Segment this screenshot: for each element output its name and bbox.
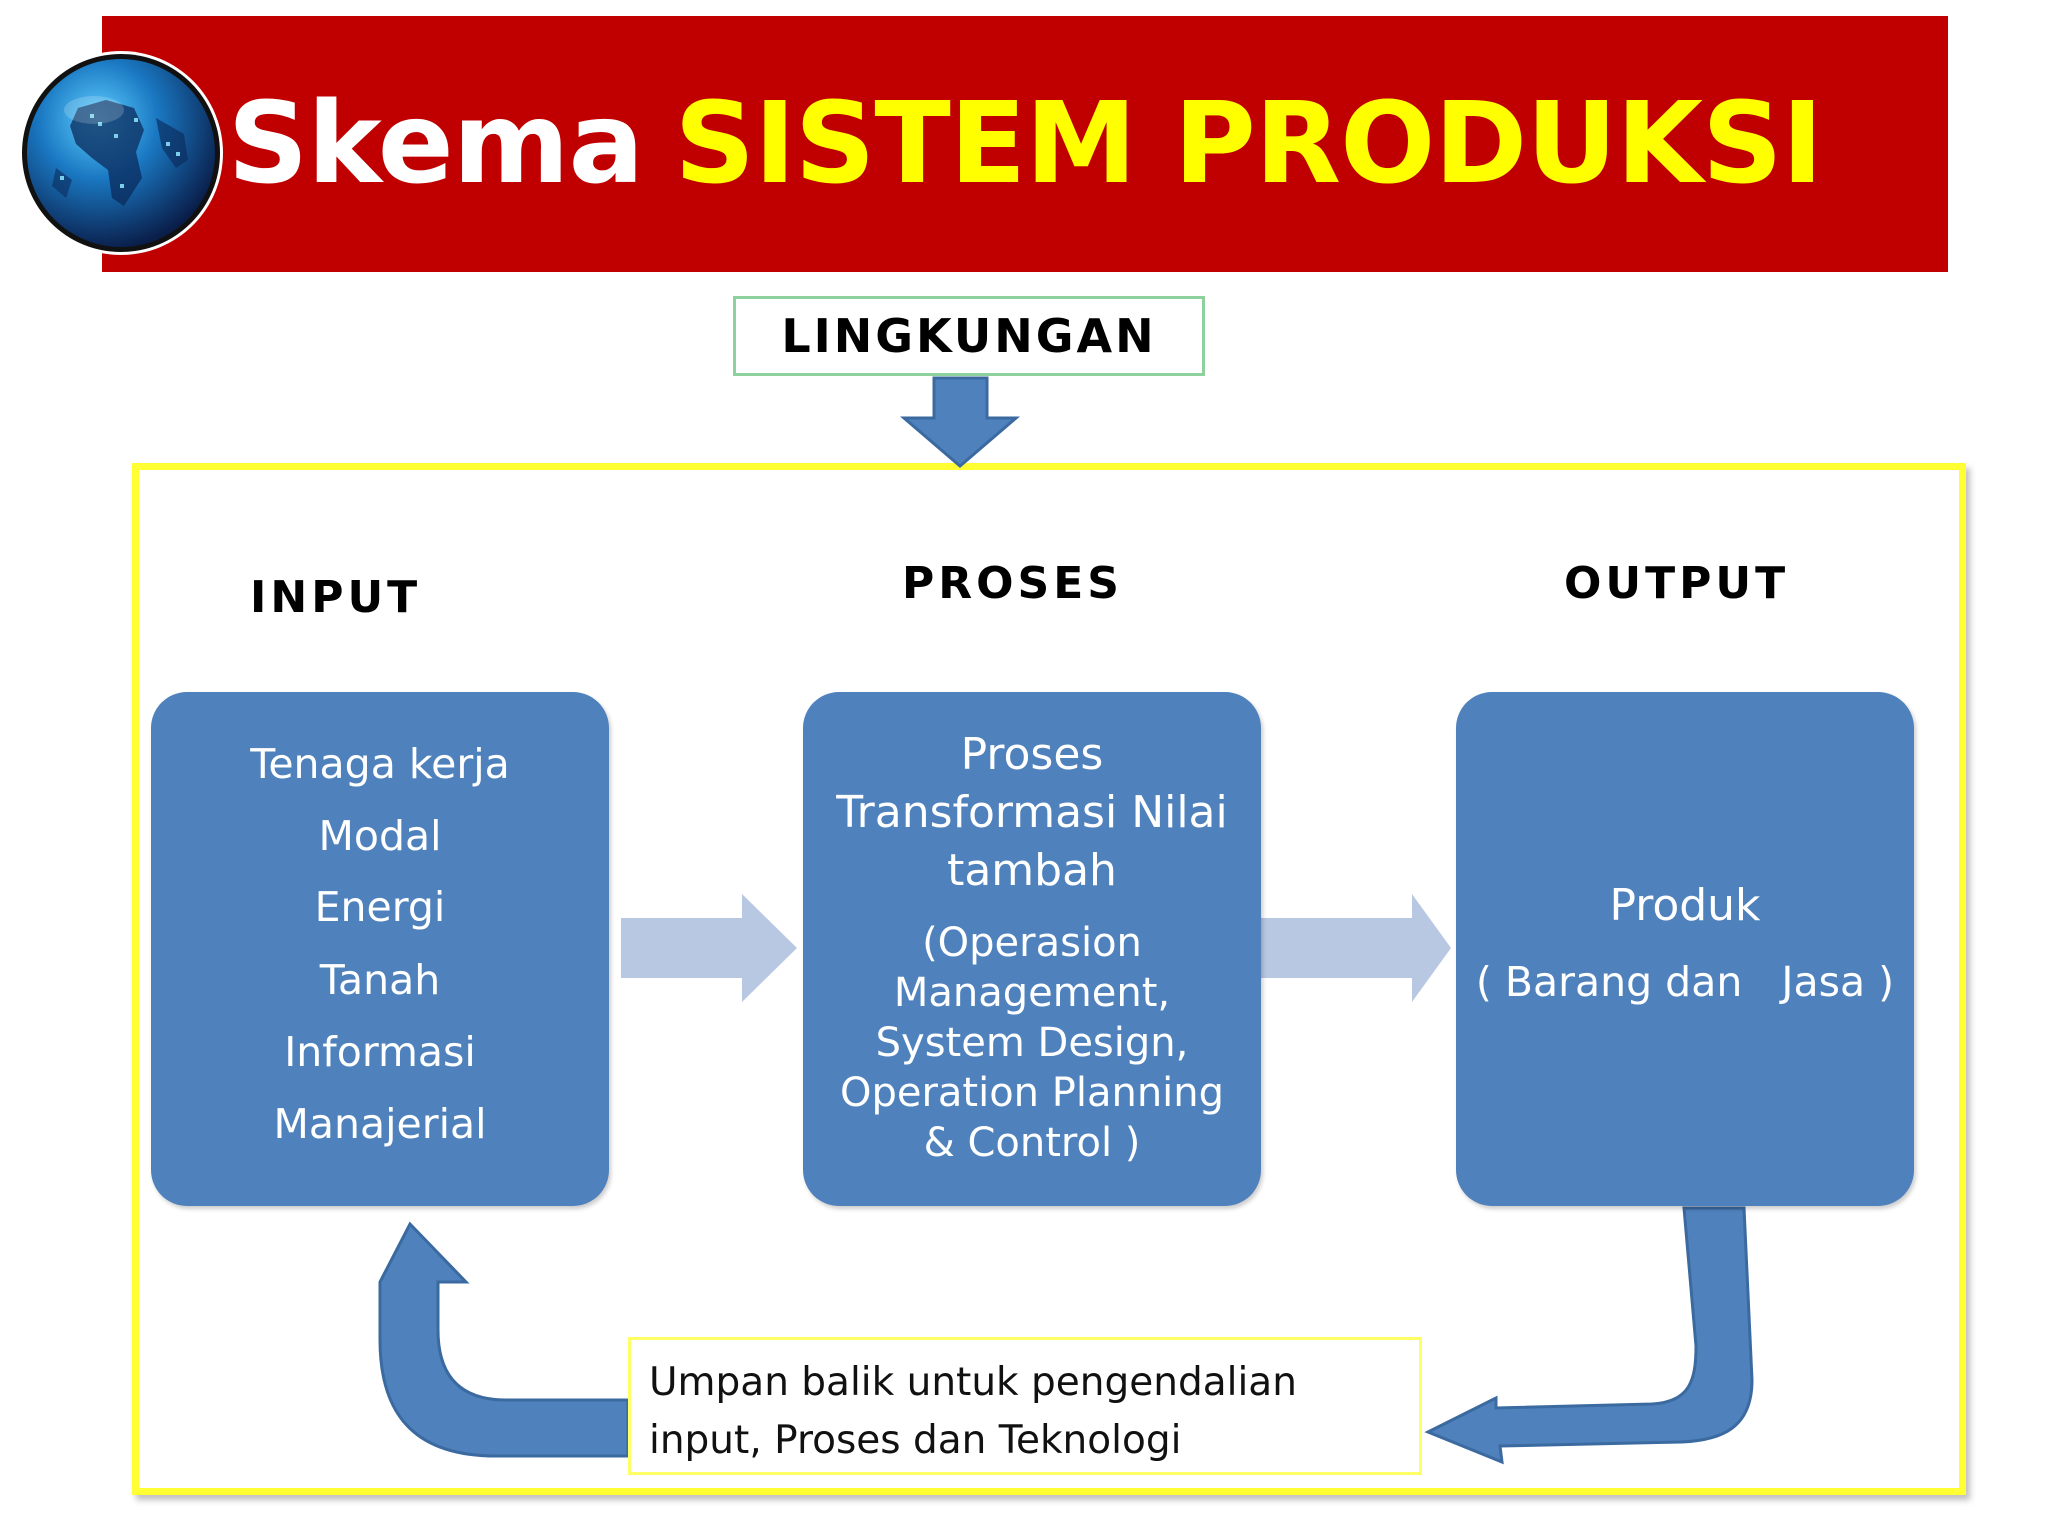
output-heading: OUTPUT [1564, 558, 1790, 609]
system-frame [132, 463, 1966, 1495]
proses-detail: (Operasion Management, System Design, Op… [813, 918, 1251, 1168]
input-item: Energi [314, 883, 446, 931]
output-subtitle: ( Barang dan Jasa ) [1475, 958, 1895, 1006]
feedback-line: Umpan balik untuk pengendalian [649, 1360, 1297, 1405]
input-item: Tenaga kerja [250, 740, 510, 788]
proses-detail-line: Management, [893, 970, 1171, 1016]
globe-icon [19, 51, 223, 255]
proses-detail-line: & Control ) [923, 1120, 1141, 1166]
input-box: Tenaga kerja Modal Energi Tanah Informas… [151, 692, 609, 1206]
environment-label: LINGKUNGAN [781, 309, 1157, 363]
proses-detail-line: Operation Planning [839, 1070, 1225, 1116]
title-prefix: Skema [227, 79, 644, 209]
feedback-box: Umpan balik untuk pengendalian input, Pr… [628, 1337, 1422, 1475]
proses-title-line: Proses [960, 729, 1104, 780]
input-item: Informasi [284, 1028, 476, 1076]
feedback-line: input, Proses dan Teknologi [649, 1418, 1182, 1463]
environment-box: LINGKUNGAN [733, 296, 1205, 376]
environment-down-arrow [899, 376, 1021, 468]
output-title: Produk [1609, 880, 1761, 931]
proses-box: Proses Transformasi Nilai tambah (Operas… [803, 692, 1261, 1206]
output-box: Produk ( Barang dan Jasa ) [1456, 692, 1914, 1206]
proses-title: Proses Transformasi Nilai tambah [803, 726, 1261, 900]
input-item: Modal [318, 812, 442, 860]
title-banner [102, 16, 1948, 272]
proses-title-line: Transformasi Nilai [836, 787, 1228, 838]
title-highlight: SISTEM PRODUKSI [674, 79, 1823, 209]
proses-detail-line: (Operasion [922, 920, 1142, 966]
proses-detail-line: System Design, [875, 1020, 1189, 1066]
input-heading: INPUT [250, 572, 422, 623]
proses-heading: PROSES [902, 558, 1123, 609]
input-item: Tanah [319, 956, 441, 1004]
proses-title-line: tambah [947, 845, 1117, 896]
input-item: Manajerial [273, 1100, 487, 1148]
